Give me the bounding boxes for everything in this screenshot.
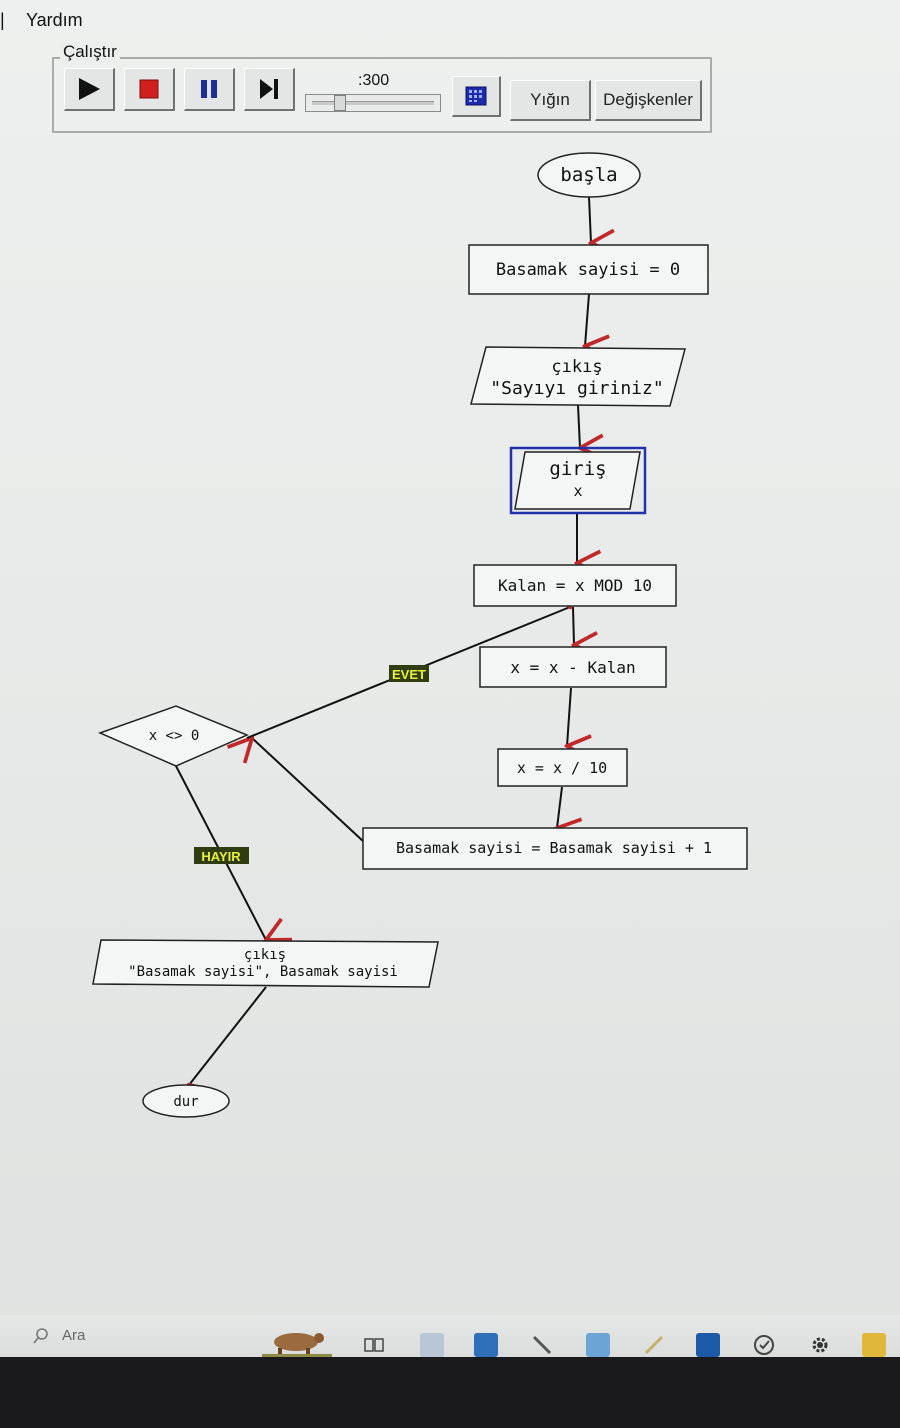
step-button[interactable]: [244, 68, 295, 111]
app-window: [0, 0, 900, 1355]
pause-icon: [201, 80, 217, 98]
task-view-icon[interactable]: [362, 1333, 386, 1357]
decision-diamond[interactable]: x <> 0: [97, 705, 249, 767]
photos-icon[interactable]: [586, 1333, 610, 1357]
assign-increment-label: Basamak sayisi = Basamak sayisi + 1: [396, 839, 712, 857]
start-label: başla: [560, 164, 617, 186]
slider-thumb[interactable]: [334, 95, 347, 111]
assign-x-div-box[interactable]: x = x / 10: [497, 748, 628, 787]
output-result-text: "Basamak sayisi", Basamak sayisi: [128, 964, 398, 980]
connector-start-assign: [588, 196, 591, 243]
stack-button[interactable]: Yığın: [510, 80, 591, 121]
assign-remainder-label: Kalan = x MOD 10: [498, 576, 652, 595]
paint-icon[interactable]: [642, 1333, 666, 1357]
start-terminal[interactable]: başla: [537, 152, 641, 198]
grid-icon: [465, 86, 487, 106]
taskbar: [0, 1315, 900, 1361]
assign-remainder-box[interactable]: Kalan = x MOD 10: [473, 564, 677, 607]
run-group-box: [52, 57, 712, 133]
clock-icon[interactable]: [752, 1333, 776, 1357]
store-icon[interactable]: [696, 1333, 720, 1357]
stop-button[interactable]: [124, 68, 175, 111]
monitor-bezel: [0, 1357, 900, 1428]
assign-x-div-label: x = x / 10: [517, 759, 607, 777]
end-terminal[interactable]: dur: [142, 1084, 230, 1118]
view-button[interactable]: [452, 76, 501, 117]
menu-separator: |: [0, 10, 5, 30]
variables-button[interactable]: Değişkenler: [595, 80, 702, 121]
output-prompt-parallelogram[interactable]: çıkış "Sayıyı giriniz": [470, 346, 686, 407]
bull-image-icon: [262, 1333, 332, 1358]
connector-div-increment: [557, 786, 562, 828]
search-icon: [33, 1328, 48, 1344]
assign-x-minus-label: x = x - Kalan: [510, 658, 635, 677]
play-button[interactable]: [64, 68, 115, 111]
connector-minus-div: [567, 687, 571, 746]
output-prompt-text: "Sayıyı giriniz": [490, 378, 663, 399]
assign-x-minus-box[interactable]: x = x - Kalan: [479, 646, 667, 688]
speed-slider[interactable]: [305, 94, 441, 112]
assign-increment-box[interactable]: Basamak sayisi = Basamak sayisi + 1: [362, 827, 748, 870]
gear-icon[interactable]: [808, 1333, 832, 1357]
input-parallelogram[interactable]: giriş x: [509, 446, 647, 515]
calculator-icon[interactable]: [420, 1333, 444, 1357]
input-variable: x: [573, 482, 582, 500]
yes-branch-label: EVET: [389, 665, 429, 682]
output-result-parallelogram[interactable]: çıkış "Basamak sayisi", Basamak sayisi: [92, 939, 439, 988]
mail-icon[interactable]: [474, 1333, 498, 1357]
play-icon: [79, 78, 100, 100]
output-prompt-keyword: çıkış: [551, 357, 602, 377]
no-label-text: HAYIR: [201, 849, 241, 864]
pause-button[interactable]: [184, 68, 235, 111]
connector-output-end: [189, 986, 267, 1085]
yes-label-text: EVET: [392, 667, 426, 682]
input-keyword: giriş: [549, 458, 606, 480]
run-group-label: Çalıştır: [60, 42, 120, 62]
taskbar-search[interactable]: Ara: [62, 1327, 86, 1344]
connector-increment-decision: [252, 738, 365, 843]
speed-value: :300: [358, 72, 390, 89]
decision-label: x <> 0: [149, 728, 200, 744]
menu-help[interactable]: Yardım: [26, 10, 83, 30]
folder-icon[interactable]: [862, 1333, 886, 1357]
end-label: dur: [173, 1094, 198, 1110]
connector-assign-output: [585, 293, 589, 346]
assign-digits-label: Basamak sayisi = 0: [496, 260, 680, 280]
step-icon: [260, 79, 278, 99]
connector-output-input: [577, 404, 580, 448]
pen-icon[interactable]: [530, 1333, 554, 1357]
flowchart-canvas: başla Basamak sayisi = 0 çıkış "Sayıyı g…: [92, 152, 748, 1118]
no-branch-label: HAYIR: [194, 847, 249, 864]
connector-kalan-minus: [573, 606, 574, 645]
assign-digits-box[interactable]: Basamak sayisi = 0: [468, 244, 709, 295]
output-result-keyword: çıkış: [244, 947, 286, 963]
stop-icon: [139, 79, 159, 99]
